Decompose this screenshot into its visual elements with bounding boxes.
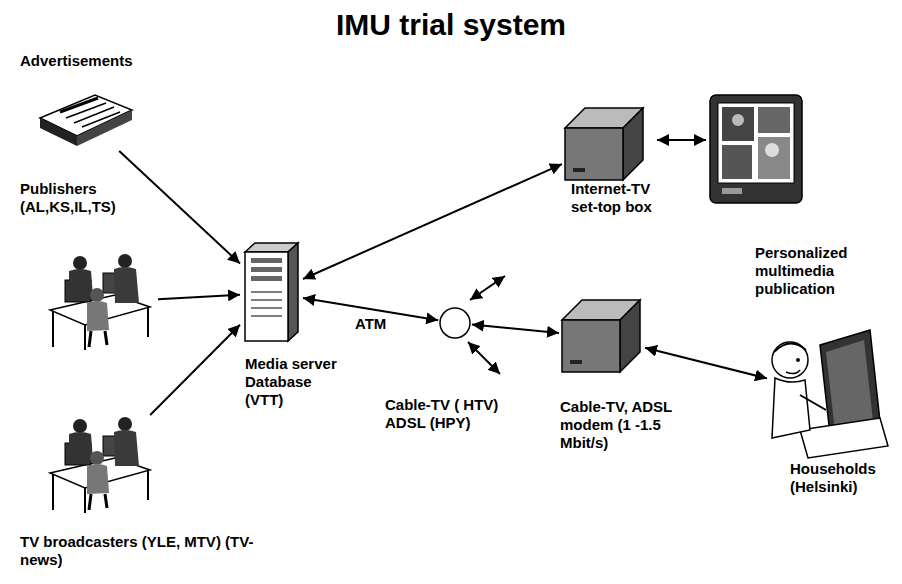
node-label: Internet-TV set-top box (571, 180, 671, 216)
switch-circle (440, 308, 470, 338)
node-label: TV broadcasters (YLE, MTV) (TV-news) (20, 533, 260, 569)
connector-arrow (119, 151, 240, 264)
branch-arrow (468, 342, 500, 374)
node-label: Cable-TV ( HTV) ADSL (HPY) (385, 396, 525, 432)
newspaper-icon (40, 95, 132, 146)
diagram-node: Cable-TV ( HTV) ADSL (HPY) (440, 308, 470, 338)
node-label: Cable-TV, ADSL modem (1 -1.5 Mbit/s) (560, 398, 682, 452)
connector-arrow (158, 295, 240, 300)
node-label: Publishers (AL,KS,IL,TS) (20, 180, 138, 216)
diagram-node: Advertisements (38, 92, 134, 148)
workstation-icon (50, 254, 150, 350)
connector-arrow (472, 325, 559, 333)
modem-icon (562, 300, 640, 372)
diagram-title: IMU trial system (0, 8, 902, 42)
settop-box-icon (565, 108, 643, 180)
branch-arrow (470, 276, 505, 300)
tv-icon (710, 95, 802, 203)
node-label: Media server Database (VTT) (245, 355, 349, 409)
diagram-node: TV broadcasters (YLE, MTV) (TV-news) (45, 418, 155, 513)
edge-label: ATM (353, 315, 388, 332)
node-label: Advertisements (20, 52, 133, 70)
diagram-node: Media server Database (VTT) (243, 243, 300, 343)
workstation-icon (50, 417, 150, 513)
diagram-node: Publishers (AL,KS,IL,TS) (45, 255, 155, 350)
server-icon (245, 243, 298, 341)
connector-arrow (645, 348, 767, 379)
diagram-node: Personalized multimedia publicationHouse… (770, 330, 888, 458)
link-arrow (657, 139, 706, 141)
connector-arrow (150, 325, 240, 415)
diagram-node: Internet-TV set-top box (565, 108, 645, 182)
household-icon (772, 330, 888, 458)
node-label: Personalized multimedia publication (755, 244, 875, 298)
diagram-node: Cable-TV, ADSL modem (1 -1.5 Mbit/s) (562, 300, 642, 374)
connector-arrow (303, 164, 562, 279)
node-label: Households (Helsinki) (790, 460, 885, 496)
